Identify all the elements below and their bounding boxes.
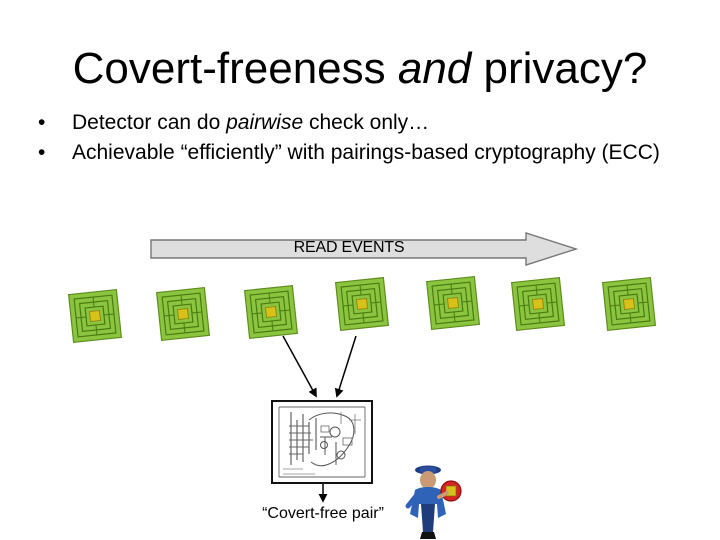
rfid-chip-icon <box>67 288 123 344</box>
bullet-text-prefix: Achievable “efficiently” with pairings-b… <box>72 141 660 164</box>
detector-box <box>271 400 373 484</box>
read-events-arrow <box>150 232 578 266</box>
connector-arrow <box>334 335 357 398</box>
title-prefix: Covert-freeness <box>72 44 398 93</box>
rfid-chip-icon <box>425 275 481 331</box>
bullet-list: • Detector can do pairwise check only… •… <box>38 108 688 168</box>
bullet-item: • Achievable “efficiently” with pairings… <box>38 138 688 168</box>
bullet-text-emphasis: pairwise <box>226 111 304 134</box>
bullet-marker: • <box>38 111 46 134</box>
arrow-shape <box>150 232 578 266</box>
bullet-text-suffix: check only… <box>303 111 430 134</box>
connector-arrow <box>282 335 317 398</box>
circuit-diagram-icon <box>278 406 366 478</box>
rfid-chip-icon <box>155 286 211 342</box>
police-officer-icon <box>405 465 462 539</box>
rfid-chip-icon <box>243 284 299 340</box>
rfid-chip-icon <box>510 276 566 332</box>
bullet-text-prefix: Detector can do <box>72 111 227 134</box>
rfid-chip-icon <box>601 276 657 332</box>
bullet-item: • Detector can do pairwise check only… <box>38 108 688 138</box>
title-suffix: privacy? <box>471 44 648 93</box>
title-emphasis: and <box>397 44 472 93</box>
page-title: Covert-freeness and privacy? <box>0 42 720 96</box>
bullet-marker: • <box>38 141 46 164</box>
rfid-chip-icon <box>334 276 390 332</box>
covert-free-pair-label: “Covert-free pair” <box>262 505 384 522</box>
read-events-label: READ EVENTS <box>293 239 405 256</box>
